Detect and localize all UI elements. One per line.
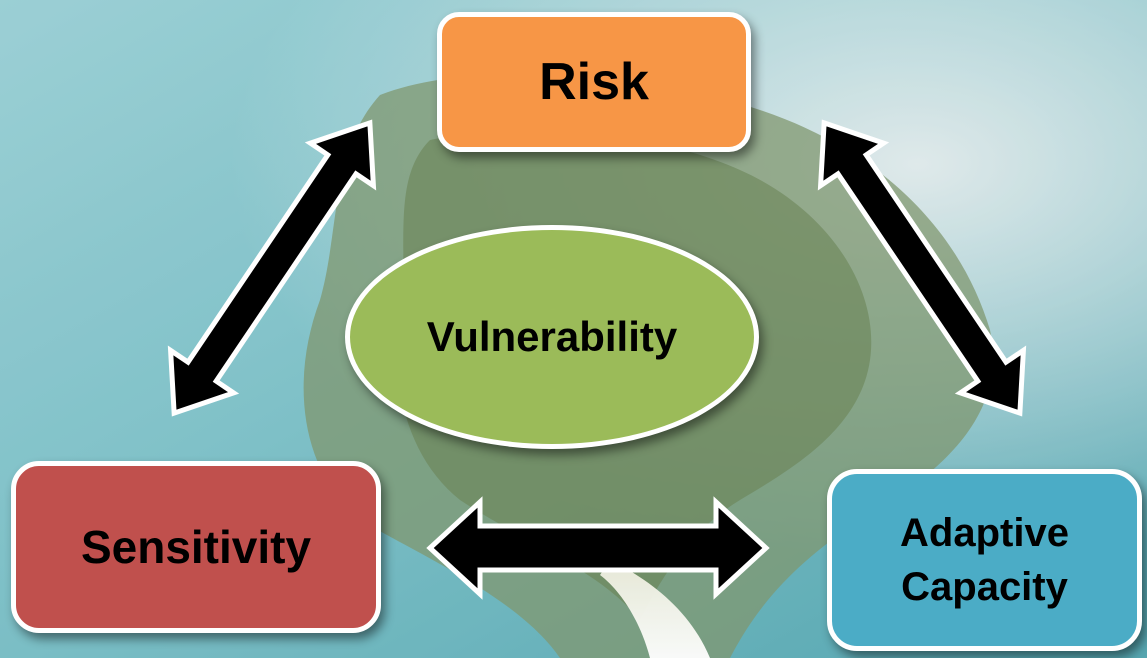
vulnerability-label: Vulnerability	[426, 313, 678, 360]
risk-adaptive-arrow	[817, 119, 1027, 417]
risk-sensitivity-arrow	[167, 119, 377, 417]
risk-label: Risk	[539, 53, 649, 111]
sensitivity-label: Sensitivity	[80, 521, 312, 573]
risk-box: Risk	[437, 12, 751, 152]
adaptive-capacity-label: Adaptive Capacity	[900, 511, 1069, 609]
sensitivity-box: Sensitivity	[11, 461, 381, 633]
sensitivity-adaptive-arrow	[426, 496, 770, 600]
adaptive-capacity-box: Adaptive Capacity	[827, 469, 1142, 651]
vulnerability-ellipse: Vulnerability	[345, 225, 759, 449]
